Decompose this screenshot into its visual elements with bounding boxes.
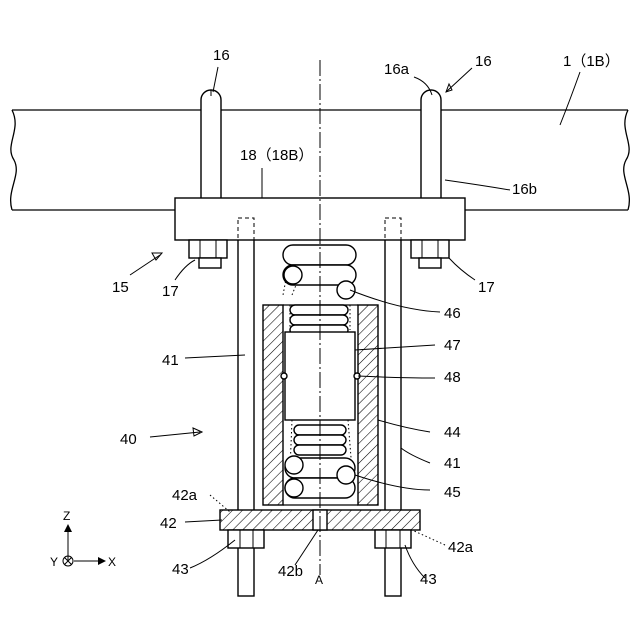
label-coil-spring: 46 [444, 305, 461, 322]
u-bolt-left [201, 90, 221, 200]
coordinate-axes [63, 524, 106, 566]
label-base-plate-right-a: 42a [448, 539, 474, 556]
label-hanger-assembly: 40 [120, 431, 137, 448]
axis-label-z: Z [63, 509, 70, 523]
label-base-plate: 42 [160, 515, 177, 532]
label-nut-left: 17 [162, 283, 179, 300]
label-rod-right: 41 [444, 455, 461, 472]
label-ubolt-right: 16 [475, 53, 492, 70]
nut-left [189, 240, 227, 268]
axis-label-y: Y [50, 555, 58, 569]
label-lower-nut-right: 43 [420, 571, 437, 588]
lower-nut-left [228, 530, 264, 548]
label-rod-left: 41 [162, 352, 179, 369]
label-base-plate-left-a: 42a [172, 487, 198, 504]
label-ubolt-bend: 16a [384, 61, 410, 78]
label-ubolt-left: 16 [213, 47, 230, 64]
label-pin: 48 [444, 369, 461, 386]
label-support-assembly: 15 [112, 279, 129, 296]
label-base-plate-center: 42b [278, 563, 303, 580]
axis-label-x: X [108, 555, 116, 569]
label-axis: A [315, 573, 323, 587]
label-ubolt-leg: 16b [512, 181, 537, 198]
label-damper-body: 47 [444, 337, 461, 354]
leader-lines [130, 67, 580, 578]
label-pipe: 1（1B） [563, 53, 620, 70]
label-plate: 18（18B） [240, 147, 313, 164]
u-bolt-right [421, 90, 441, 200]
nut-right [411, 240, 449, 268]
label-lower-nut-left: 43 [172, 561, 189, 578]
label-case: 44 [444, 424, 461, 441]
label-nut-right: 17 [478, 279, 495, 296]
label-lower-spring: 45 [444, 484, 461, 501]
